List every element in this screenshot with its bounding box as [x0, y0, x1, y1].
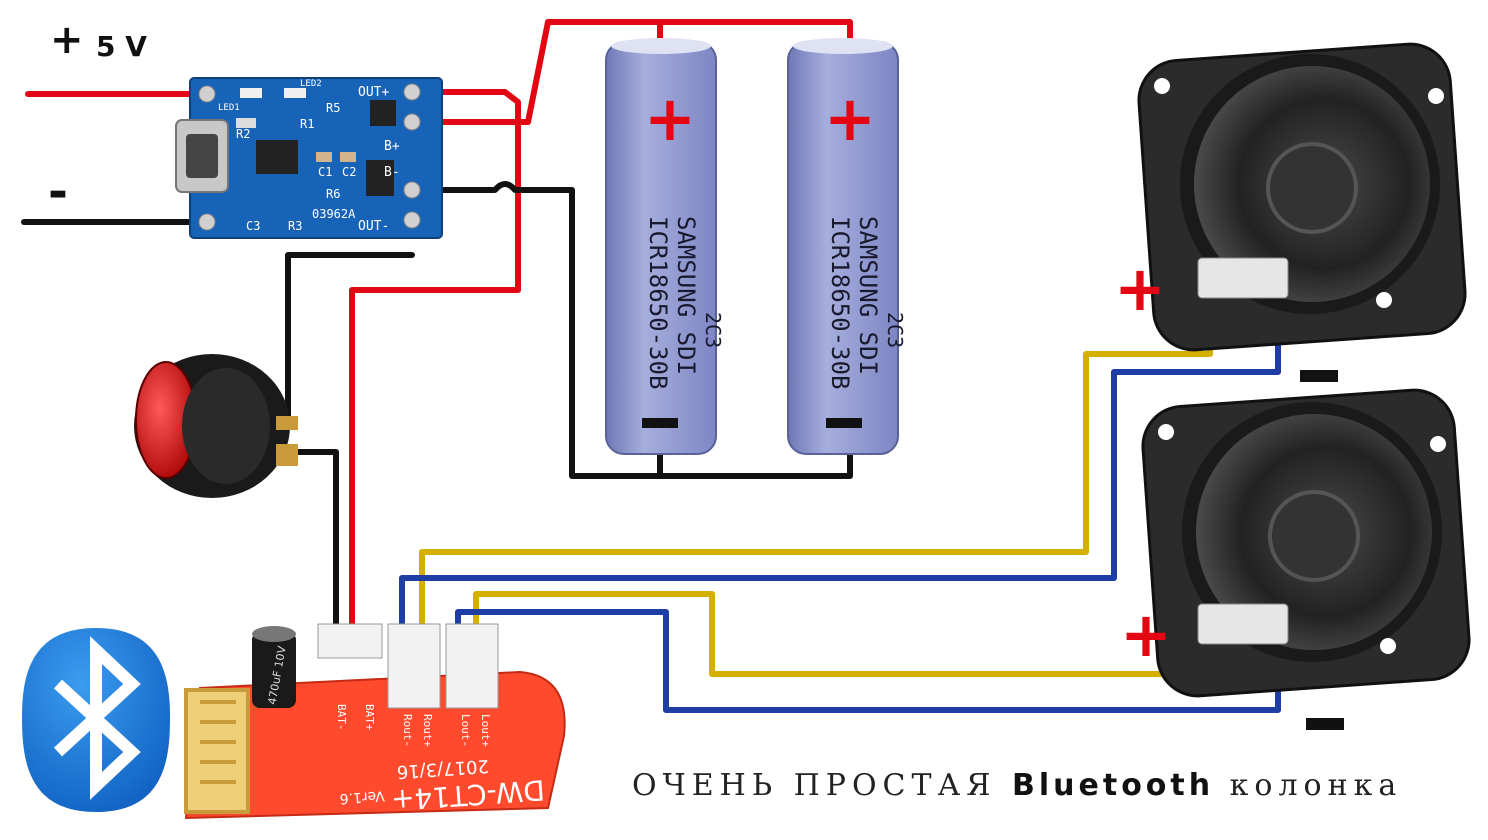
battery-left-print-2: SAMSUNG SDI: [672, 216, 700, 375]
input-minus-sign: -: [48, 164, 68, 220]
rout-minus-wire: [399, 327, 1281, 643]
title-part-2: Bluetooth: [1012, 768, 1215, 803]
amp-pin-lout-minus: Lout-: [459, 714, 472, 747]
pin-label-out-plus: OUT+: [358, 85, 389, 100]
silk-led2: LED2: [300, 79, 322, 89]
input-plus-sign: +: [50, 17, 84, 63]
pad-in-plus: [198, 85, 216, 103]
pad-out-minus: [403, 211, 421, 229]
title-part-1: ОЧЕНЬ ПРОСТАЯ: [632, 768, 997, 803]
speaker-bottom-plus: +: [1120, 598, 1172, 671]
speaker-top-plus: +: [1114, 252, 1166, 325]
pin-label-b-plus: B+: [384, 139, 400, 154]
silk-r3: R3: [288, 219, 302, 233]
battery-left-plus: +: [644, 82, 696, 155]
battery-left: + ICR18650-30B SAMSUNG SDI 2C3: [605, 38, 725, 455]
capacitor: [252, 632, 296, 708]
charger-chip: [256, 140, 298, 174]
battery-minus-wire: [409, 181, 853, 479]
speaker-bottom-minus: [1306, 718, 1344, 730]
pad-b-plus: [403, 113, 421, 131]
battery-right-print-2: SAMSUNG SDI: [854, 216, 882, 375]
amp-pin-rout-minus: Rout-: [401, 714, 414, 747]
silk-r2: R2: [236, 127, 250, 141]
input-voltage-label: 5 V: [96, 30, 147, 63]
silk-led1: LED1: [218, 103, 240, 113]
title-part-3: колонка: [1229, 768, 1403, 803]
amp-version: Ver1.6: [339, 787, 385, 806]
out-minus-wire: [285, 252, 415, 431]
pin-label-out-minus: OUT-: [358, 219, 389, 234]
charger-module: OUT+ B+ B- OUT- LED1 LED2 R2 R1 R5 C1 C2…: [175, 77, 443, 239]
switch-to-amp-wire: [289, 449, 339, 641]
speaker-top-minus: [1300, 370, 1338, 382]
battery-right-print-3: 2C3: [883, 312, 907, 348]
silk-c1: C1: [318, 165, 332, 179]
pad-b-minus: [403, 181, 421, 199]
power-switch: [134, 354, 298, 498]
pad-in-minus: [198, 213, 216, 231]
amp-pin-lout-plus: Lout+: [479, 714, 492, 747]
amp-pin-bat-minus: BAT-: [335, 704, 348, 731]
amp-pin-rout-plus: Rout+: [421, 714, 434, 747]
silk-code: 03962A: [312, 207, 356, 221]
silk-r1: R1: [300, 117, 314, 131]
lout-plus-wire: [473, 591, 1209, 677]
amp-board: 470uF 10V BAT- BAT+ Rout- Rout+ Lout- Lo…: [184, 623, 566, 820]
battery-right-plus: +: [824, 82, 876, 155]
battery-right: + ICR18650-30B SAMSUNG SDI 2C3: [787, 38, 907, 455]
pad-out-plus: [403, 83, 421, 101]
bluetooth-icon: [22, 628, 170, 812]
silk-r6: R6: [326, 187, 340, 201]
battery-left-print-3: 2C3: [701, 312, 725, 348]
battery-right-minus: [826, 418, 862, 428]
battery-left-print-1: ICR18650-30B: [644, 216, 672, 389]
antenna-trace: [184, 688, 250, 814]
diagram-title: ОЧЕНЬ ПРОСТАЯ Bluetooth колонка: [632, 768, 1402, 808]
speaker-bottom: +: [1120, 388, 1471, 730]
lout-minus-wire: [455, 609, 1281, 713]
silk-c3: C3: [246, 219, 260, 233]
silk-c2: C2: [342, 165, 356, 179]
silk-r5: R5: [326, 101, 340, 115]
amp-pin-bat-plus: BAT+: [363, 704, 376, 731]
pin-label-b-minus: B-: [384, 165, 400, 180]
out-plus-wire: [349, 89, 521, 641]
battery-left-minus: [642, 418, 678, 428]
battery-right-print-1: ICR18650-30B: [826, 216, 854, 389]
speaker-top: +: [1114, 42, 1467, 382]
